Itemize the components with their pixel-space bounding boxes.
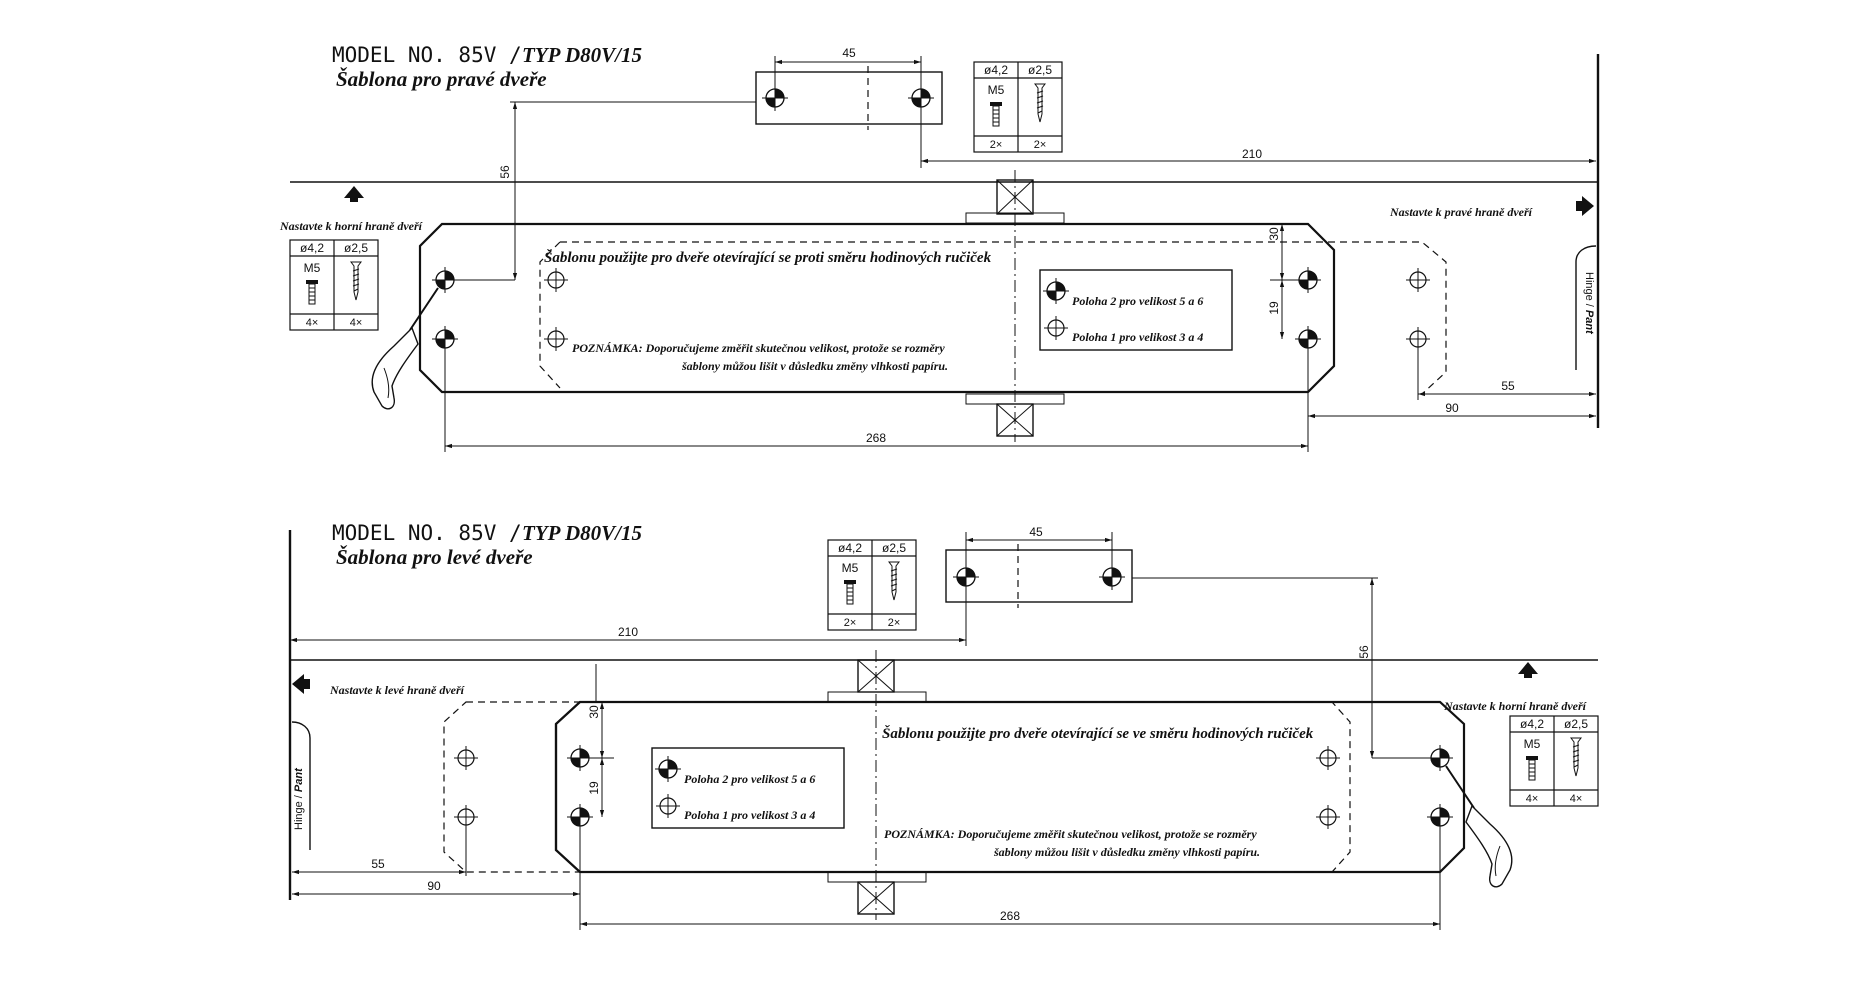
closer-body-dashed xyxy=(539,241,1447,395)
dim-90: 90 xyxy=(427,879,441,893)
up-arrow xyxy=(344,186,364,202)
dim-56: 56 xyxy=(498,165,512,179)
legend-pos1: Poloha 1 pro velikost 3 a 4 xyxy=(684,808,815,822)
type-label: TYP D80V/15 xyxy=(522,521,642,545)
svg-text:M5: M5 xyxy=(304,261,321,275)
svg-text:ø4,2: ø4,2 xyxy=(1520,717,1544,731)
note-line-1: POZNÁMKA: Doporučujeme změřit skutečnou … xyxy=(884,827,1257,841)
svg-text:4×: 4× xyxy=(350,317,363,329)
type-label: TYP D80V/15 xyxy=(522,43,642,67)
template-subtitle: Šablona pro pravé dveře xyxy=(336,67,547,91)
usage-text: Šablonu použijte pro dveře otevírající s… xyxy=(882,725,1314,742)
dim-45: 45 xyxy=(1029,525,1043,539)
svg-text:ø4,2: ø4,2 xyxy=(984,63,1008,77)
svg-text:2×: 2× xyxy=(844,617,857,629)
svg-text:ø4,2: ø4,2 xyxy=(300,241,324,255)
screw-box-body: ø4,2 ø2,5 M5 4× 4× xyxy=(1510,716,1598,806)
template-subtitle: Šablona pro levé dveře xyxy=(336,545,533,569)
closer-body-dashed xyxy=(443,701,1351,873)
screwdriver xyxy=(371,287,439,410)
align-top-label: Nastavte k horní hraně dveří xyxy=(279,219,424,233)
svg-text:ø4,2: ø4,2 xyxy=(838,541,862,555)
svg-text:ø2,5: ø2,5 xyxy=(1028,63,1052,77)
svg-text:2×: 2× xyxy=(990,139,1003,151)
svg-text:ø2,5: ø2,5 xyxy=(1564,717,1588,731)
svg-text:4×: 4× xyxy=(1570,793,1583,805)
note-line-2: šablony můžou lišit v důsledku změny vlh… xyxy=(681,359,948,373)
arm-bracket xyxy=(945,549,1133,603)
dim-45: 45 xyxy=(842,46,856,60)
up-arrow xyxy=(1518,662,1538,678)
dim-90: 90 xyxy=(1445,401,1459,415)
dim-268: 268 xyxy=(866,431,886,445)
svg-text:2×: 2× xyxy=(888,617,901,629)
legend-pos2: Poloha 2 pro velikost 5 a 6 xyxy=(1072,294,1203,308)
dim-30: 30 xyxy=(1267,227,1281,241)
screwdriver xyxy=(1445,765,1513,888)
position-legend xyxy=(651,747,845,829)
left-door-template: MODEL NO. 85V / TYP D80V/15 Šablona pro … xyxy=(288,521,1598,930)
model-label: MODEL NO. 85V / xyxy=(332,521,522,545)
svg-text:M5: M5 xyxy=(1524,737,1541,751)
hinge-marker xyxy=(1575,245,1597,370)
bracket-hole-right xyxy=(907,84,935,112)
hinge-label: Hinge / Pant xyxy=(293,767,305,830)
hinge-marker xyxy=(291,721,311,850)
svg-text:ø2,5: ø2,5 xyxy=(344,241,368,255)
hinge-label: Hinge / Pant xyxy=(1583,272,1595,335)
screw-box-body: ø4,2 ø2,5 M5 4× 4× xyxy=(290,240,378,330)
align-side-label: Nastavte k levé hraně dveří xyxy=(329,683,466,697)
dim-19: 19 xyxy=(587,781,601,795)
dim-55: 55 xyxy=(371,857,385,871)
right-arrow xyxy=(1576,196,1594,216)
dim-55: 55 xyxy=(1501,379,1515,393)
dim-268: 268 xyxy=(1000,909,1020,923)
dim-56: 56 xyxy=(1357,645,1371,659)
screw-box-bracket: ø4,2 ø2,5 M5 2× 2× xyxy=(828,540,916,630)
note-line-2: šablony můžou lišit v důsledku změny vlh… xyxy=(993,845,1260,859)
bracket-hole-left xyxy=(761,84,789,112)
svg-text:M5: M5 xyxy=(842,561,859,575)
dim-19: 19 xyxy=(1267,301,1281,315)
screw-box-bracket: ø4,2 ø2,5 M5 2× 2× xyxy=(974,62,1062,152)
hole-left-top xyxy=(431,266,459,294)
align-side-label: Nastavte k pravé hraně dveří xyxy=(1389,205,1534,219)
svg-text:2×: 2× xyxy=(1034,139,1047,151)
position-legend xyxy=(1039,269,1233,351)
right-door-template: MODEL NO. 85V / TYP D80V/15 Šablona pro … xyxy=(279,43,1600,452)
dim-30: 30 xyxy=(587,705,601,719)
left-arrow xyxy=(292,674,310,694)
usage-text: Šablonu použijte pro dveře otevírající s… xyxy=(544,249,992,266)
hole-right-top xyxy=(1426,744,1454,772)
svg-text:4×: 4× xyxy=(306,317,319,329)
dim-210: 210 xyxy=(1242,147,1262,161)
model-label: MODEL NO. 85V / xyxy=(332,43,522,67)
arm-bracket xyxy=(755,71,943,125)
dim-210: 210 xyxy=(618,625,638,639)
note-line-1: POZNÁMKA: Doporučujeme změřit skutečnou … xyxy=(572,341,945,355)
svg-text:4×: 4× xyxy=(1526,793,1539,805)
legend-pos2: Poloha 2 pro velikost 5 a 6 xyxy=(684,772,815,786)
svg-text:ø2,5: ø2,5 xyxy=(882,541,906,555)
align-top-label: Nastavte k horní hraně dveří xyxy=(1443,699,1588,713)
svg-text:M5: M5 xyxy=(988,83,1005,97)
legend-pos1: Poloha 1 pro velikost 3 a 4 xyxy=(1072,330,1203,344)
bracket-hole-right xyxy=(1098,563,1126,591)
